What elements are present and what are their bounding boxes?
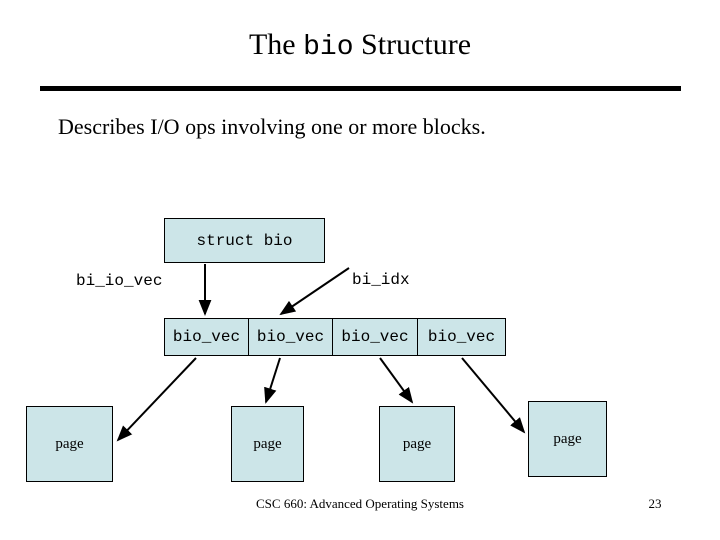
page-title: The bio Structure	[0, 28, 720, 63]
bio-vec-box: bio_vec	[164, 318, 249, 356]
bio-vec-box: bio_vec	[248, 318, 333, 356]
struct-bio-box: struct bio	[164, 218, 325, 263]
title-mono-bio: bio	[303, 32, 354, 63]
page-box: page	[26, 406, 113, 482]
title-divider	[40, 86, 681, 91]
page-box: page	[528, 401, 607, 477]
title-prefix: The	[248, 28, 304, 61]
page-box: page	[231, 406, 304, 482]
footer-course: CSC 660: Advanced Operating Systems	[256, 496, 464, 511]
label-bi-io-vec: bi_io_vec	[76, 272, 163, 290]
bio-vec-box: bio_vec	[332, 318, 418, 356]
page-box: page	[379, 406, 455, 482]
bio-vec-box: bio_vec	[417, 318, 506, 356]
title-suffix: Structure	[353, 28, 472, 61]
subtitle: Describes I/O ops involving one or more …	[58, 114, 486, 139]
label-bi-idx: bi_idx	[352, 271, 410, 289]
footer-page-number: 23	[648, 496, 662, 511]
